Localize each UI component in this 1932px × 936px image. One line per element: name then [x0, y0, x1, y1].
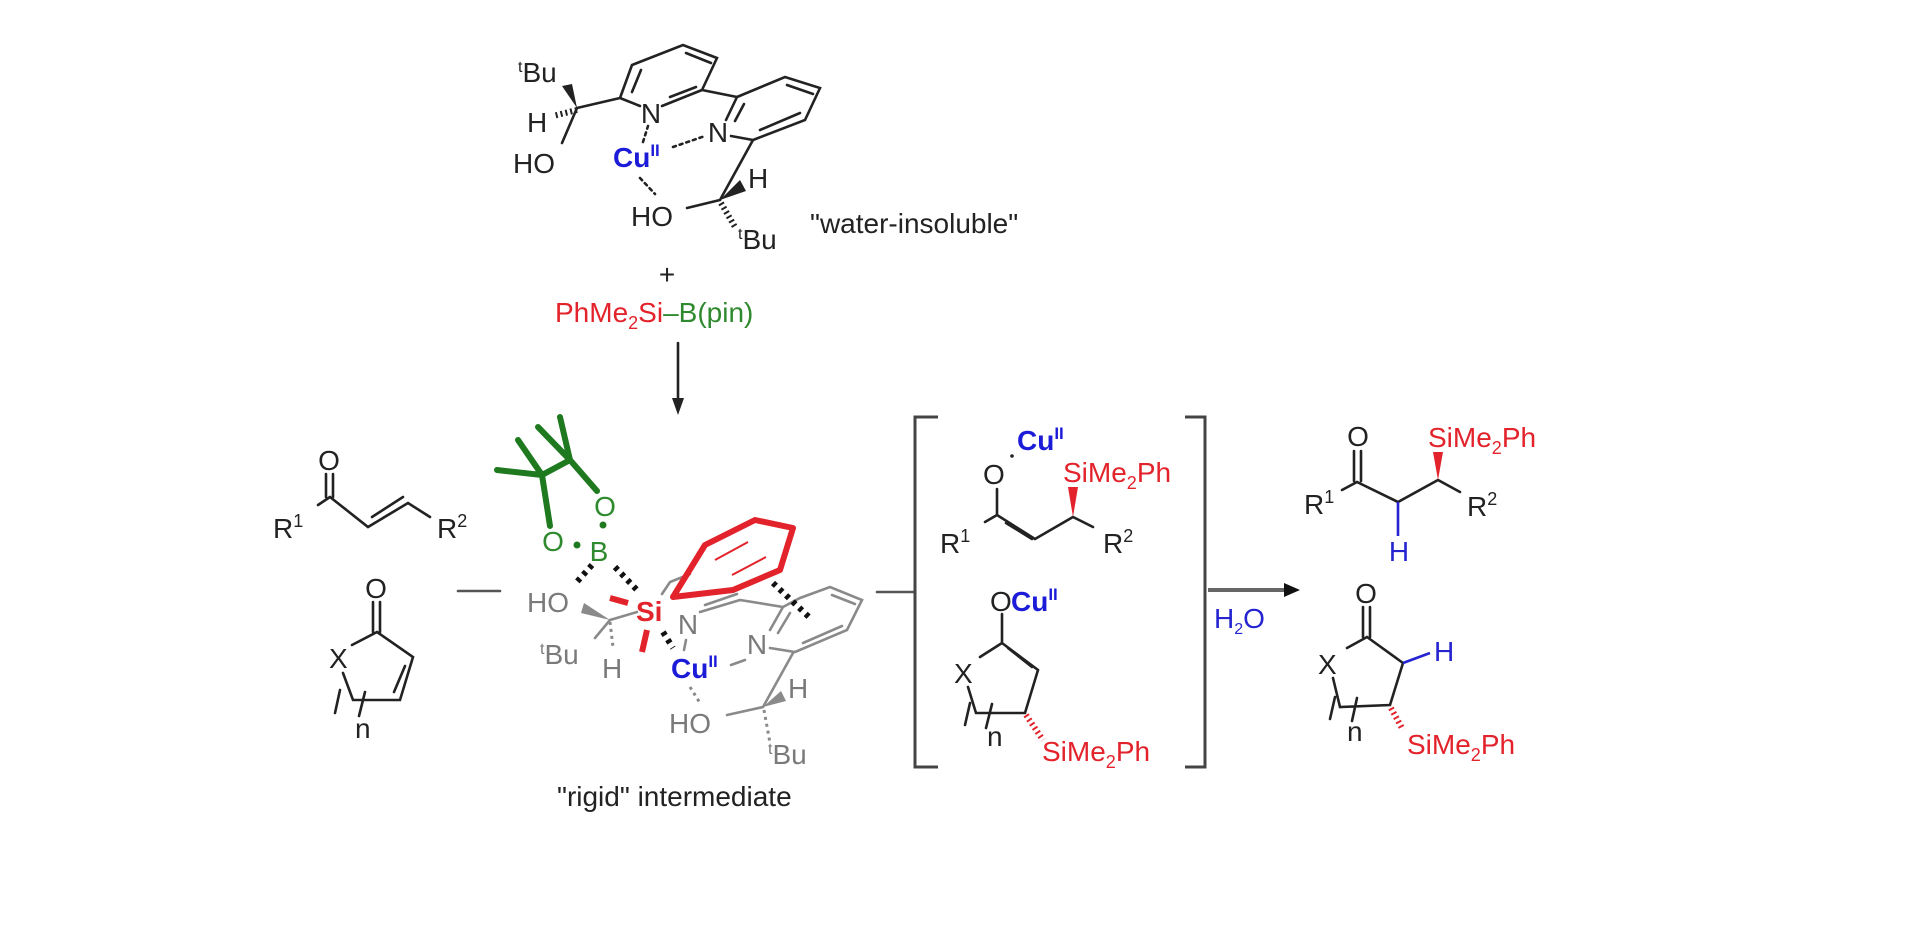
acyclic-enone: O R1 R2 [273, 445, 467, 544]
cu-bipyridine-complex: tBu H HO N N CuII H HO tBu "water-insolu… [513, 43, 1018, 255]
intermediate-caption: "rigid" intermediate [557, 781, 792, 812]
n-label: n [987, 721, 1003, 752]
n-label: N [747, 629, 767, 660]
enolate-bonds [963, 612, 1040, 730]
ho-label: HO [527, 587, 569, 618]
water-label: H2O [1214, 603, 1265, 638]
oxygen-label: O [983, 459, 1005, 490]
boron-label: B [590, 536, 609, 567]
h-label: H [748, 163, 768, 194]
hashed-bond [1023, 713, 1046, 742]
tbu-label: tBu [518, 57, 557, 88]
silyl-label: SiMe2Ph [1063, 457, 1171, 493]
oxygen-label: O [318, 445, 340, 476]
tbu-label: tBu [738, 224, 777, 255]
hashed-bond [552, 107, 578, 119]
hydrogen-bond-line [1402, 651, 1431, 665]
complex-bonds [560, 43, 822, 210]
wedge-bond [720, 180, 746, 200]
dotted-bond [572, 562, 813, 650]
cyclic-copper-enolate: O CuII X n SiMe2Ph [954, 585, 1150, 772]
left-bracket [913, 415, 938, 769]
acyclic-copper-enolate: CuII O SiMe2Ph R1 R2 [940, 424, 1171, 559]
silylborane-reagent: PhMe2Si–B(pin) [555, 297, 753, 333]
wedge-bond [562, 84, 577, 108]
r1-label: R1 [1304, 487, 1334, 520]
product-bonds [1340, 449, 1462, 504]
right-bracket [1185, 415, 1207, 769]
wedge-bond [1068, 487, 1078, 517]
x-label: X [954, 658, 973, 689]
oxygen-label: O [1355, 578, 1377, 609]
x-label: X [1318, 649, 1337, 680]
x-label: X [329, 643, 348, 674]
silicon-methyl-bonds [609, 595, 650, 653]
cyclic-enone: O X n [329, 573, 415, 744]
phenyl-ring [670, 517, 796, 600]
wedge-bond [1433, 452, 1443, 480]
hashed-bond [1388, 706, 1406, 732]
silyl-label: SiMe2Ph [1407, 729, 1515, 765]
acyclic-product: O R1 H SiMe2Ph R2 [1304, 421, 1536, 567]
hashed-bond [608, 621, 772, 744]
hydrolysis-arrow [1208, 583, 1300, 597]
oxygen-label: O [365, 573, 387, 604]
oxygen-label: O [990, 586, 1012, 617]
oxygen-label: O [594, 491, 616, 522]
n-label: n [1347, 716, 1363, 747]
copper-label: CuII [613, 141, 660, 173]
enone-bonds [316, 472, 432, 529]
tbu-label: tBu [768, 739, 807, 770]
cyclic-enone-bonds [333, 600, 415, 718]
hydrogen-label: H [1389, 536, 1409, 567]
tbu-label: tBu [540, 639, 579, 670]
pinacol-bonds [494, 414, 600, 529]
copper-label: CuII [671, 652, 718, 684]
silyl-label: SiMe2Ph [1042, 736, 1150, 772]
wedge-bond [763, 691, 786, 707]
product-bonds [1328, 605, 1405, 723]
bond-dot [1010, 454, 1014, 458]
bond-dot [573, 541, 581, 549]
r1-label: R1 [940, 526, 970, 559]
water-insoluble-note: "water-insoluble" [810, 208, 1018, 239]
wedge-bond [581, 603, 610, 620]
r2-label: R2 [437, 511, 467, 544]
r1-label: R1 [273, 511, 303, 544]
ligand-bonds [593, 572, 864, 717]
silyl-label: SiMe2Ph [1428, 422, 1536, 458]
n-label: N [641, 98, 661, 129]
plus-sign: + [659, 259, 675, 290]
r2-label: R2 [1467, 489, 1497, 522]
oxygen-label: O [542, 526, 564, 557]
copper-label: CuII [1011, 585, 1058, 617]
ho-label: HO [631, 201, 673, 232]
ho-label: HO [513, 148, 555, 179]
hashed-bond [718, 201, 738, 229]
rigid-intermediate: O O B HO Si N N tBu H CuII H HO tBu "rig… [494, 414, 864, 812]
cyclic-product: O X H n SiMe2Ph [1318, 578, 1515, 765]
n-label: N [678, 609, 698, 640]
oxygen-label: O [1347, 421, 1369, 452]
hydrogen-label: H [1434, 636, 1454, 667]
h-label: H [527, 107, 547, 138]
n-label: N [708, 117, 728, 148]
enolate-bonds [983, 487, 1095, 541]
silicon-label: Si [636, 596, 662, 627]
h-label: H [788, 673, 808, 704]
ho-label: HO [669, 708, 711, 739]
r2-label: R2 [1103, 526, 1133, 559]
coordination-bond [638, 124, 707, 196]
h-label: H [602, 653, 622, 684]
bond-dot [599, 521, 607, 529]
phenyl-inner-bonds [714, 541, 767, 576]
down-arrow [672, 341, 684, 415]
n-label: n [355, 713, 371, 744]
copper-label: CuII [1017, 424, 1064, 456]
